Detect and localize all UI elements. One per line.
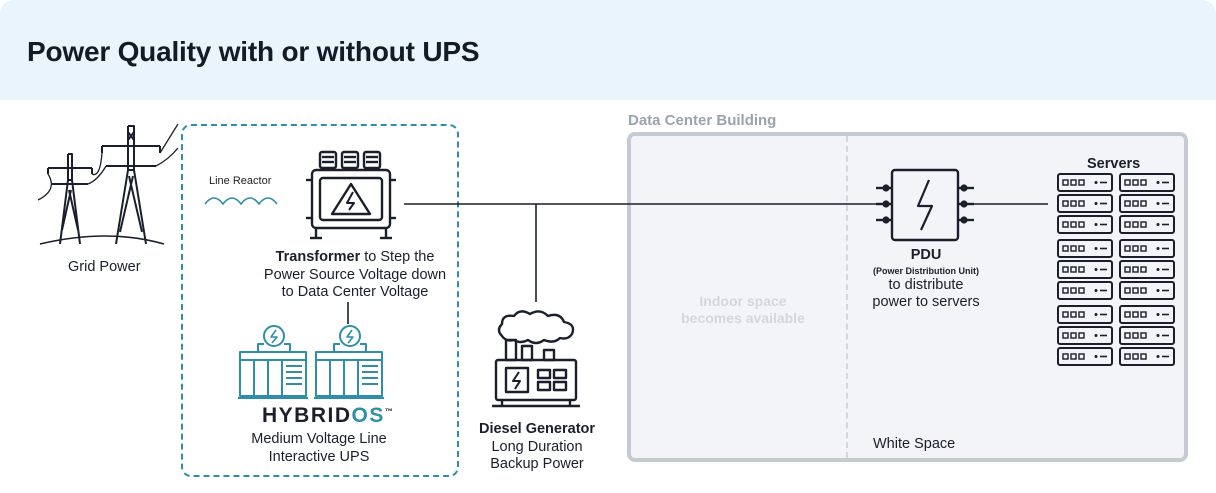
page-title: Power Quality with or without UPS xyxy=(27,36,480,67)
data-center-label: Data Center Building xyxy=(628,112,777,129)
transformer-icon xyxy=(306,150,396,240)
ups-section-frame xyxy=(181,124,459,477)
power-tower-icon xyxy=(37,123,179,245)
hybridos-logo: HYBRIDOS™ xyxy=(262,404,395,427)
white-space-divider xyxy=(846,136,848,458)
diesel-generator-icon xyxy=(492,310,580,408)
servers-title: Servers xyxy=(1087,156,1141,172)
ups-description: Medium Voltage Line Interactive UPS xyxy=(251,431,387,465)
diesel-generator-description: Diesel Generator Long Duration Backup Po… xyxy=(478,421,596,472)
pdu-description: PDU (Power Distribution Unit) to distrib… xyxy=(872,247,980,310)
indoor-space-note: Indoor space becomes available xyxy=(681,293,805,326)
pdu-icon xyxy=(876,168,974,242)
grid-power-label: Grid Power xyxy=(68,259,141,275)
data-center-building xyxy=(627,132,1188,462)
transformer-description: Transformer to Step the Power Source Vol… xyxy=(263,249,447,300)
hybridos-ups-cabinet-icon xyxy=(238,325,384,399)
server-rack-icon xyxy=(1057,173,1175,366)
white-space-label: White Space xyxy=(873,436,956,452)
line-reactor-coil-icon xyxy=(204,197,278,206)
line-reactor-label: Line Reactor xyxy=(209,175,272,187)
header-banner xyxy=(0,0,1216,100)
